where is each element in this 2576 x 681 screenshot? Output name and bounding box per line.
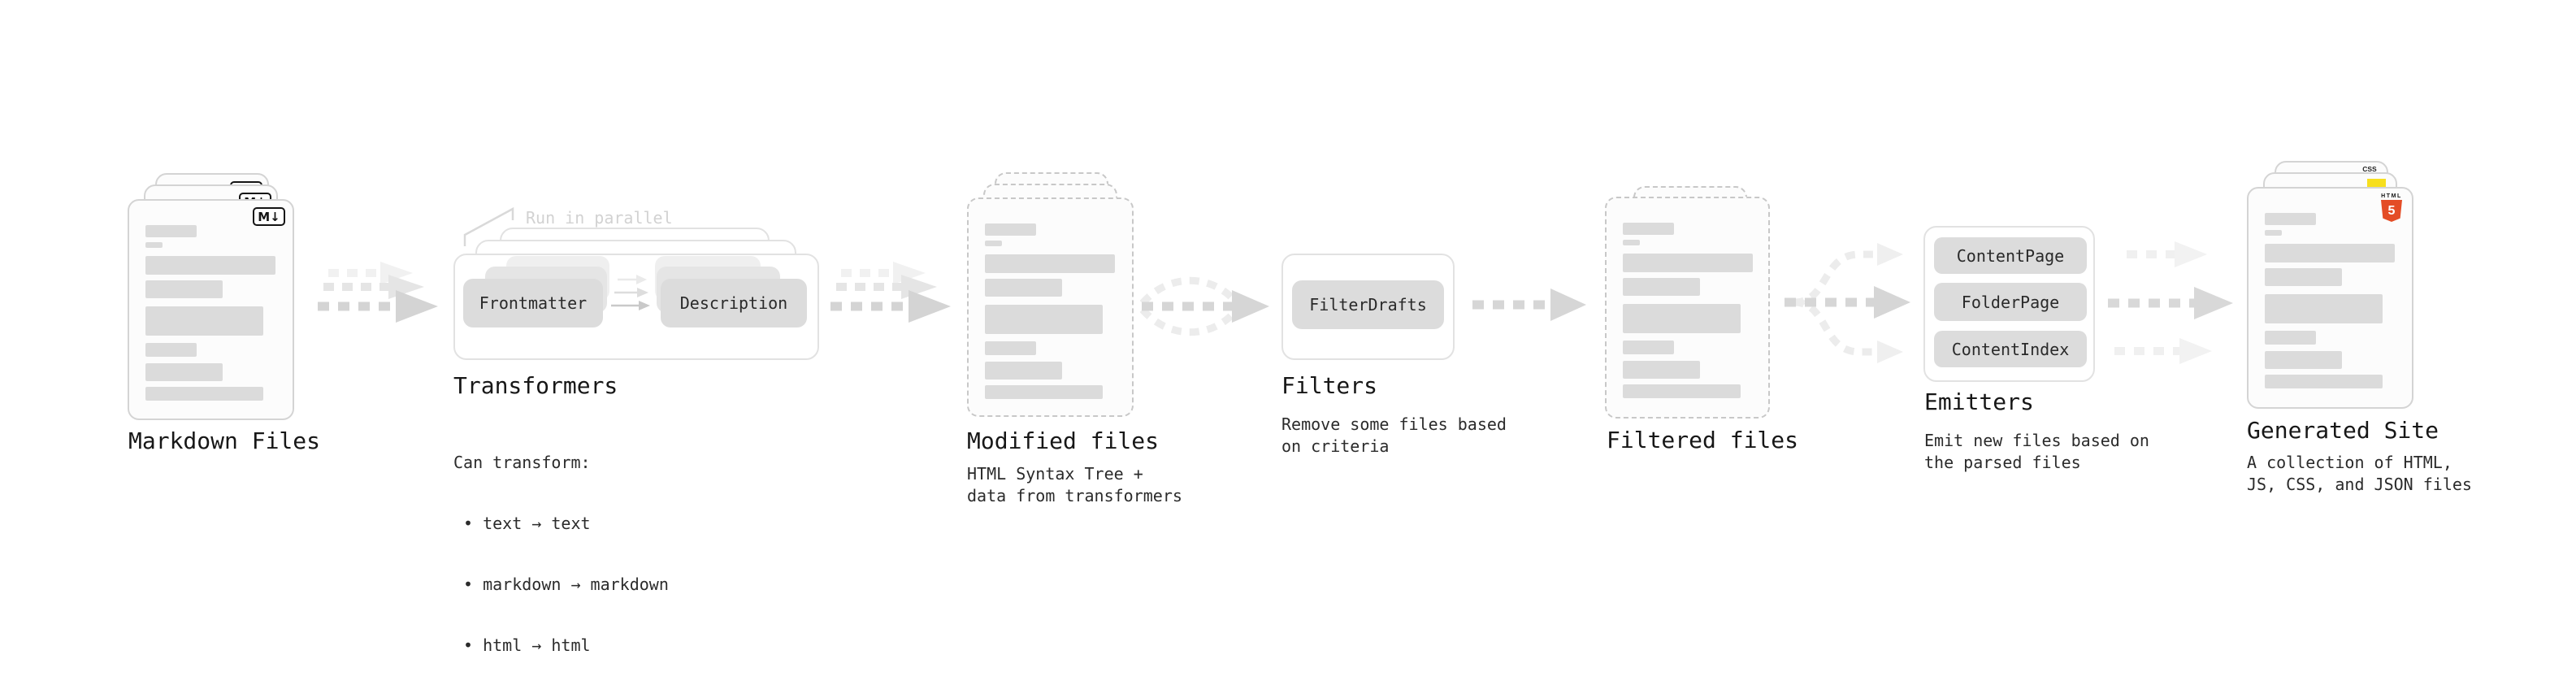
modified-files-label: Modified files (967, 427, 1160, 454)
filtered-file-card-front (1605, 197, 1770, 419)
text-placeholder-bar (985, 241, 1002, 246)
text-placeholder-bar (145, 256, 275, 275)
text-placeholder-bar (2265, 268, 2342, 286)
text-placeholder-bar (2265, 230, 2282, 236)
text-placeholder-bar (2265, 351, 2342, 369)
text-placeholder-bar (145, 343, 197, 357)
folderpage-box: FolderPage (1934, 283, 2087, 321)
text-placeholder-bar (985, 305, 1103, 334)
emitters-title: Emitters (1924, 388, 2034, 415)
text-placeholder-bar (145, 225, 197, 237)
filters-title: Filters (1281, 372, 1378, 399)
transform-bullet: • markdown → markdown (463, 575, 669, 594)
text-placeholder-bar (985, 385, 1103, 399)
run-in-parallel-annotation: Run in parallel (526, 208, 673, 228)
can-transform-heading: Can transform: (453, 453, 591, 472)
text-placeholder-bar (145, 363, 223, 381)
text-placeholder-bar (145, 242, 163, 248)
text-placeholder-bar (2265, 331, 2316, 345)
arrow-transformers-to-modified (830, 262, 951, 323)
text-placeholder-bar (985, 223, 1036, 236)
transformers-notes: Can transform: • text → text • markdown … (453, 412, 669, 681)
frontmatter-box: Frontmatter (463, 279, 603, 327)
text-placeholder-bar (985, 362, 1062, 380)
text-placeholder-bar (1623, 304, 1741, 333)
arrow-modified-to-filters (1139, 276, 1269, 336)
text-placeholder-bar (985, 341, 1036, 355)
modified-files-description: HTML Syntax Tree + data from transformer… (967, 464, 1182, 505)
generated-site-label: Generated Site (2247, 417, 2439, 444)
text-placeholder-bar (1623, 278, 1700, 296)
text-placeholder-bar (2265, 294, 2383, 323)
transform-bullet: • html → html (463, 635, 591, 655)
filters-description: Remove some files based on criteria (1281, 414, 1507, 456)
markdown-icon: M↓ (253, 207, 285, 226)
generated-file-card-front: HTML 5 (2247, 187, 2413, 409)
text-placeholder-bar (2265, 375, 2383, 388)
text-placeholder-bar (1623, 384, 1741, 398)
arrow-emitters-to-generated (2108, 241, 2233, 364)
filtered-files-label: Filtered files (1607, 427, 1799, 453)
text-placeholder-bar (1623, 223, 1674, 235)
filterdrafts-box: FilterDrafts (1292, 280, 1444, 329)
contentpage-box: ContentPage (1934, 237, 2087, 274)
text-placeholder-bar (2265, 213, 2316, 225)
text-placeholder-bar (145, 387, 263, 401)
html5-icon: HTML 5 (2379, 193, 2405, 222)
text-placeholder-bar (1623, 240, 1640, 245)
text-placeholder-bar (1623, 340, 1674, 354)
transform-bullet: • text → text (463, 514, 591, 533)
generated-site-description: A collection of HTML, JS, CSS, and JSON … (2247, 453, 2472, 494)
text-placeholder-bar (145, 306, 263, 336)
html5-shield: 5 (2381, 200, 2402, 222)
text-placeholder-bar (985, 279, 1062, 297)
text-placeholder-bar (985, 254, 1115, 273)
description-box: Description (661, 279, 807, 327)
arrow-markdown-to-transformers (318, 262, 438, 323)
arrow-filters-to-filtered (1472, 288, 1586, 321)
markdown-files-label: Markdown Files (128, 427, 321, 454)
text-placeholder-bar (1623, 361, 1700, 379)
emitters-description: Emit new files based on the parsed files (1924, 431, 2149, 472)
text-placeholder-bar (1623, 254, 1753, 272)
text-placeholder-bar (2265, 244, 2395, 262)
arrow-filtered-to-emitters (1785, 243, 1910, 363)
transformers-title: Transformers (453, 372, 618, 399)
modified-file-card-front (967, 197, 1134, 417)
text-placeholder-bar (145, 280, 223, 298)
contentindex-box: ContentIndex (1934, 331, 2087, 367)
markdown-file-card-front: M↓ (128, 199, 294, 420)
